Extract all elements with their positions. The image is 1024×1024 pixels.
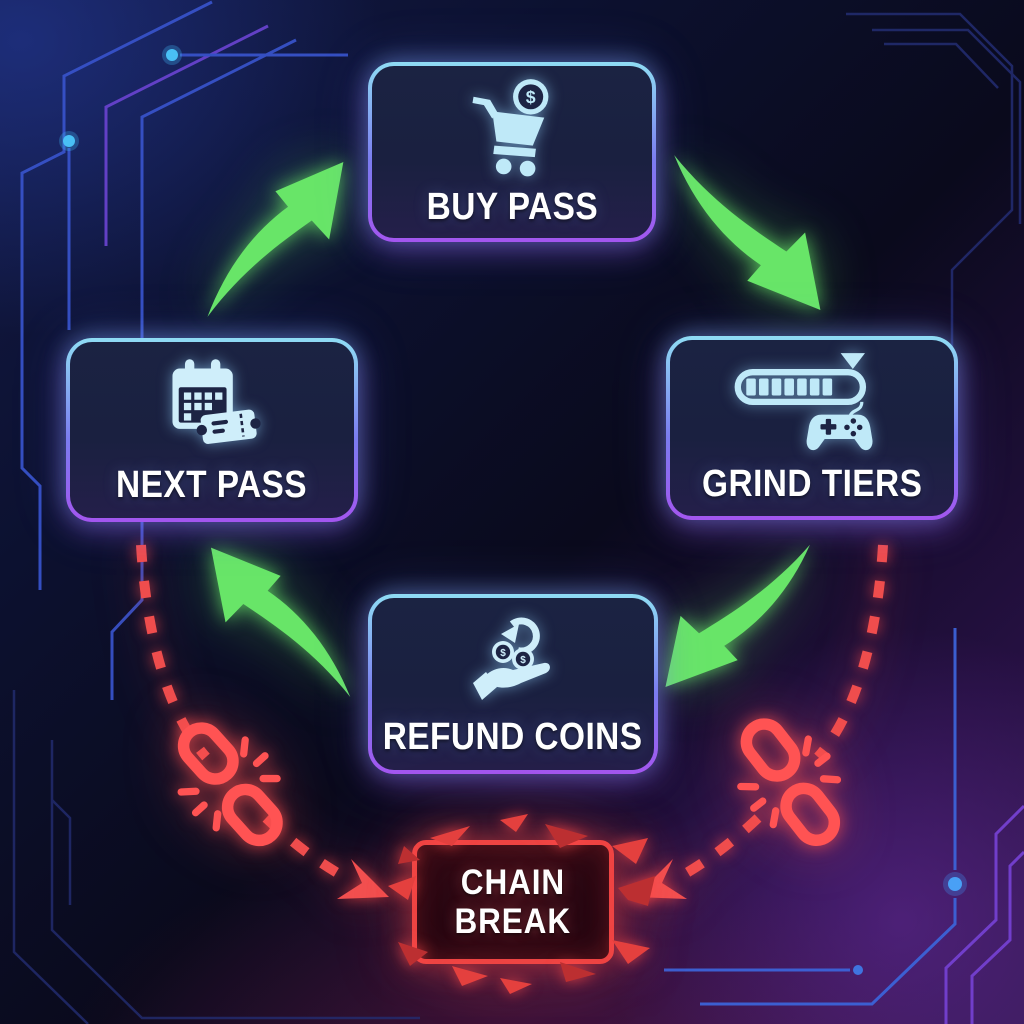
break-arrowhead-right (635, 859, 687, 899)
node-label-next-pass: NEXT PASS (116, 463, 308, 506)
arrow-nextpass-to-buypass (198, 150, 356, 322)
node-next-pass: NEXT PASS (66, 338, 358, 522)
arrow-buypass-to-grindtiers (664, 150, 834, 322)
coin-dollar-glyph: $ (520, 655, 526, 666)
chain-break-label-line1: CHAIN (460, 862, 566, 902)
cart-dollar-icon: $ (472, 78, 549, 176)
node-refund-coins: $ $ REFUND COINS (368, 594, 658, 774)
node-label-buy-pass: BUY PASS (426, 185, 598, 228)
chain-break-label-line2: BREAK (454, 902, 572, 941)
arrow-refundcoins-to-nextpass (198, 536, 360, 702)
broken-chain-icon (736, 710, 846, 856)
node-label-grind-tiers: GRIND TIERS (701, 462, 923, 505)
node-label-refund-coins: REFUND COINS (383, 715, 643, 758)
node-grind-tiers: GRIND TIERS (666, 336, 958, 520)
node-buy-pass: $ BUY PASS (368, 62, 656, 242)
calendar-ticket-icon (172, 358, 261, 444)
node-chain-break: CHAIN BREAK (412, 840, 614, 964)
coin-dollar-glyph: $ (526, 87, 536, 107)
progress-bar-controller-icon (734, 352, 873, 450)
coin-dollar-glyph: $ (500, 648, 506, 659)
hand-coins-refresh-icon: $ $ (473, 617, 550, 700)
broken-chain-icon (176, 712, 286, 858)
arrow-grindtiers-to-refundcoins (652, 540, 820, 698)
break-arrowhead-left (337, 859, 389, 899)
